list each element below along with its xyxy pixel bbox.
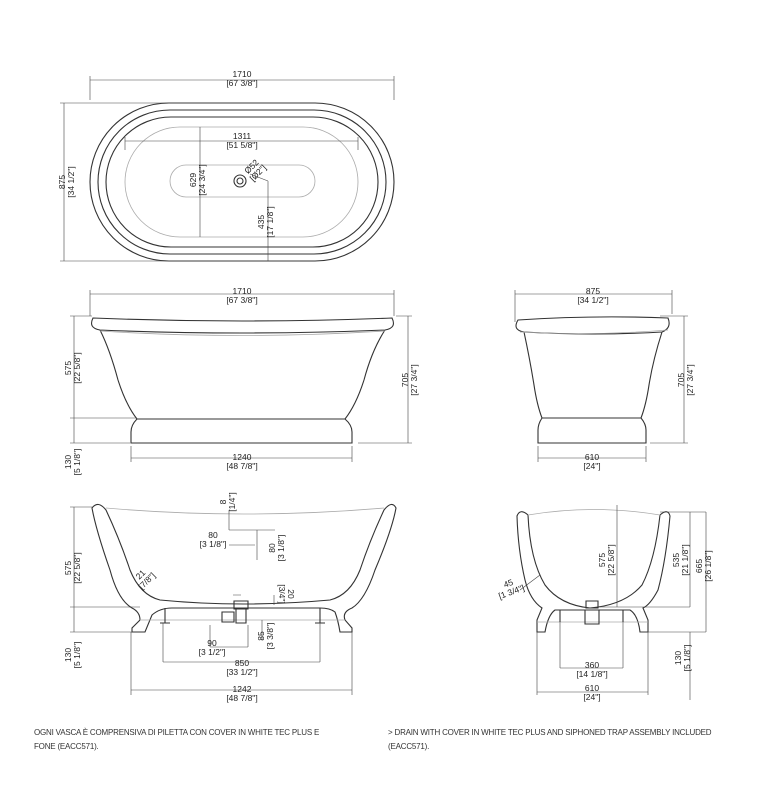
note-italian: OGNI VASCA È COMPRENSIVA DI PILETTA CON … <box>34 726 319 754</box>
dim-text: 80 <box>208 530 218 540</box>
dim-text: 8 <box>218 499 228 504</box>
dim-text: 130 <box>673 651 683 665</box>
end-view: 875 [34 1/2"] 705[27 3/4"] 610 [24"] <box>514 286 695 471</box>
note-line: > DRAIN WITH COVER IN WHITE TEC PLUS AND… <box>388 728 712 737</box>
dim-text: [51 5/8"] <box>226 140 257 150</box>
rim-line <box>105 507 385 621</box>
dim-text: 705 <box>676 373 686 387</box>
dim-text: 535 <box>671 553 681 567</box>
note-line: (EACC571). <box>388 742 430 751</box>
dim-text: 850 <box>235 658 249 668</box>
tub-section <box>91 503 397 633</box>
dim-text: [5 1/8"] <box>682 645 692 672</box>
tub-outline <box>515 316 670 444</box>
dim-text: 435 <box>256 215 266 229</box>
rim-line <box>519 329 669 334</box>
dim-text: 610 <box>585 452 599 462</box>
dim-text: [33 1/2"] <box>226 667 257 677</box>
dimension-lines <box>70 290 412 462</box>
mid-rim <box>97 109 387 255</box>
dim-text: [26 1/8"] <box>703 550 713 581</box>
dim-text: 1311 <box>233 131 252 141</box>
dim-text: [3 1/8"] <box>200 539 227 549</box>
dim-text: 1240 <box>233 452 252 462</box>
dim-text: [22 5/8"] <box>72 552 82 583</box>
front-view: 1710 [67 3/8"] 575[22 5/8"] 130[5 1/8"] … <box>63 286 419 475</box>
dim-text: [3/4"] <box>277 584 287 604</box>
dim-text: [27 3/4"] <box>409 364 419 395</box>
dim-text: 1710 <box>233 69 252 79</box>
dim-text: 575 <box>63 561 73 575</box>
note-english: > DRAIN WITH COVER IN WHITE TEC PLUS AND… <box>388 726 712 754</box>
dim-text: [24 3/4"] <box>197 164 207 195</box>
drain-inner <box>236 177 244 185</box>
dim-text: [22 5/8"] <box>72 352 82 383</box>
rim-line <box>527 509 661 623</box>
drain-channel <box>169 164 316 198</box>
top-view: 1710 [67 3/8"] 875[34 1/2"] 1311 [51 5/8… <box>57 69 395 262</box>
dim-text: [1/4"] <box>227 492 237 512</box>
dim-text: 665 <box>694 559 704 573</box>
note-line: OGNI VASCA È COMPRENSIVA DI PILETTA CON … <box>34 728 320 737</box>
dim-text: [34 1/2"] <box>66 166 76 197</box>
dim-text: 610 <box>585 683 599 693</box>
front-section: 575[22 5/8"] 130[5 1/8"] 8[1/4"] 80 [3 1… <box>63 492 397 703</box>
dim-text: [22 5/8"] <box>606 544 616 575</box>
dim-text: [21 1/8"] <box>680 544 690 575</box>
dimension-lines <box>514 290 688 462</box>
dimension-lines <box>70 506 353 695</box>
end-section: 45[1 3/4"] 575[22 5/8"] 535[21 1/8"] 665… <box>497 505 713 702</box>
dim-text: [48 7/8"] <box>226 693 257 703</box>
dim-text: 875 <box>57 175 67 189</box>
dimension-lines <box>519 505 707 700</box>
dim-text: 875 <box>586 286 600 296</box>
dim-text: 705 <box>400 373 410 387</box>
basin <box>124 126 359 238</box>
dim-text: 90 <box>207 638 217 648</box>
dim-text: [67 3/8"] <box>226 295 257 305</box>
dim-text: 85 <box>256 631 266 641</box>
dim-text: [17 1/8"] <box>265 206 275 237</box>
dim-text: [14 1/8"] <box>576 669 607 679</box>
dim-text: 575 <box>63 361 73 375</box>
dim-text: 1710 <box>233 286 252 296</box>
drain-icon <box>233 174 247 188</box>
dim-text: [34 1/2"] <box>577 295 608 305</box>
dim-text: 575 <box>597 553 607 567</box>
drain-trap-icon <box>160 600 325 624</box>
tub-outline <box>91 317 394 444</box>
note-line: FONE (EACC571). <box>34 742 99 751</box>
dim-text: 130 <box>63 455 73 469</box>
dim-text: [5 1/8"] <box>72 449 82 476</box>
dim-text: 80 <box>267 543 277 553</box>
tub-section <box>516 511 671 633</box>
inner-rim <box>105 116 379 248</box>
dim-text: [3 3/8"] <box>265 623 275 650</box>
dim-text: 20 <box>286 589 296 599</box>
dim-text: [24"] <box>583 692 600 702</box>
dim-text: 130 <box>63 648 73 662</box>
dim-text: 1242 <box>233 684 252 694</box>
dim-text: 360 <box>585 660 599 670</box>
dim-text: [24"] <box>583 461 600 471</box>
dim-text: [5 1/8"] <box>72 642 82 669</box>
dim-text: [3 1/2"] <box>199 647 226 657</box>
rim-line <box>99 330 386 336</box>
dim-text: 629 <box>188 173 198 187</box>
dim-text: [48 7/8"] <box>226 461 257 471</box>
drain-trap-icon <box>559 600 624 625</box>
dim-text: 45 <box>502 577 515 590</box>
dimension-lines <box>60 76 395 262</box>
dim-text: [67 3/8"] <box>226 78 257 88</box>
dim-text: [27 3/4"] <box>685 364 695 395</box>
dim-text: [3 1/8"] <box>276 535 286 562</box>
